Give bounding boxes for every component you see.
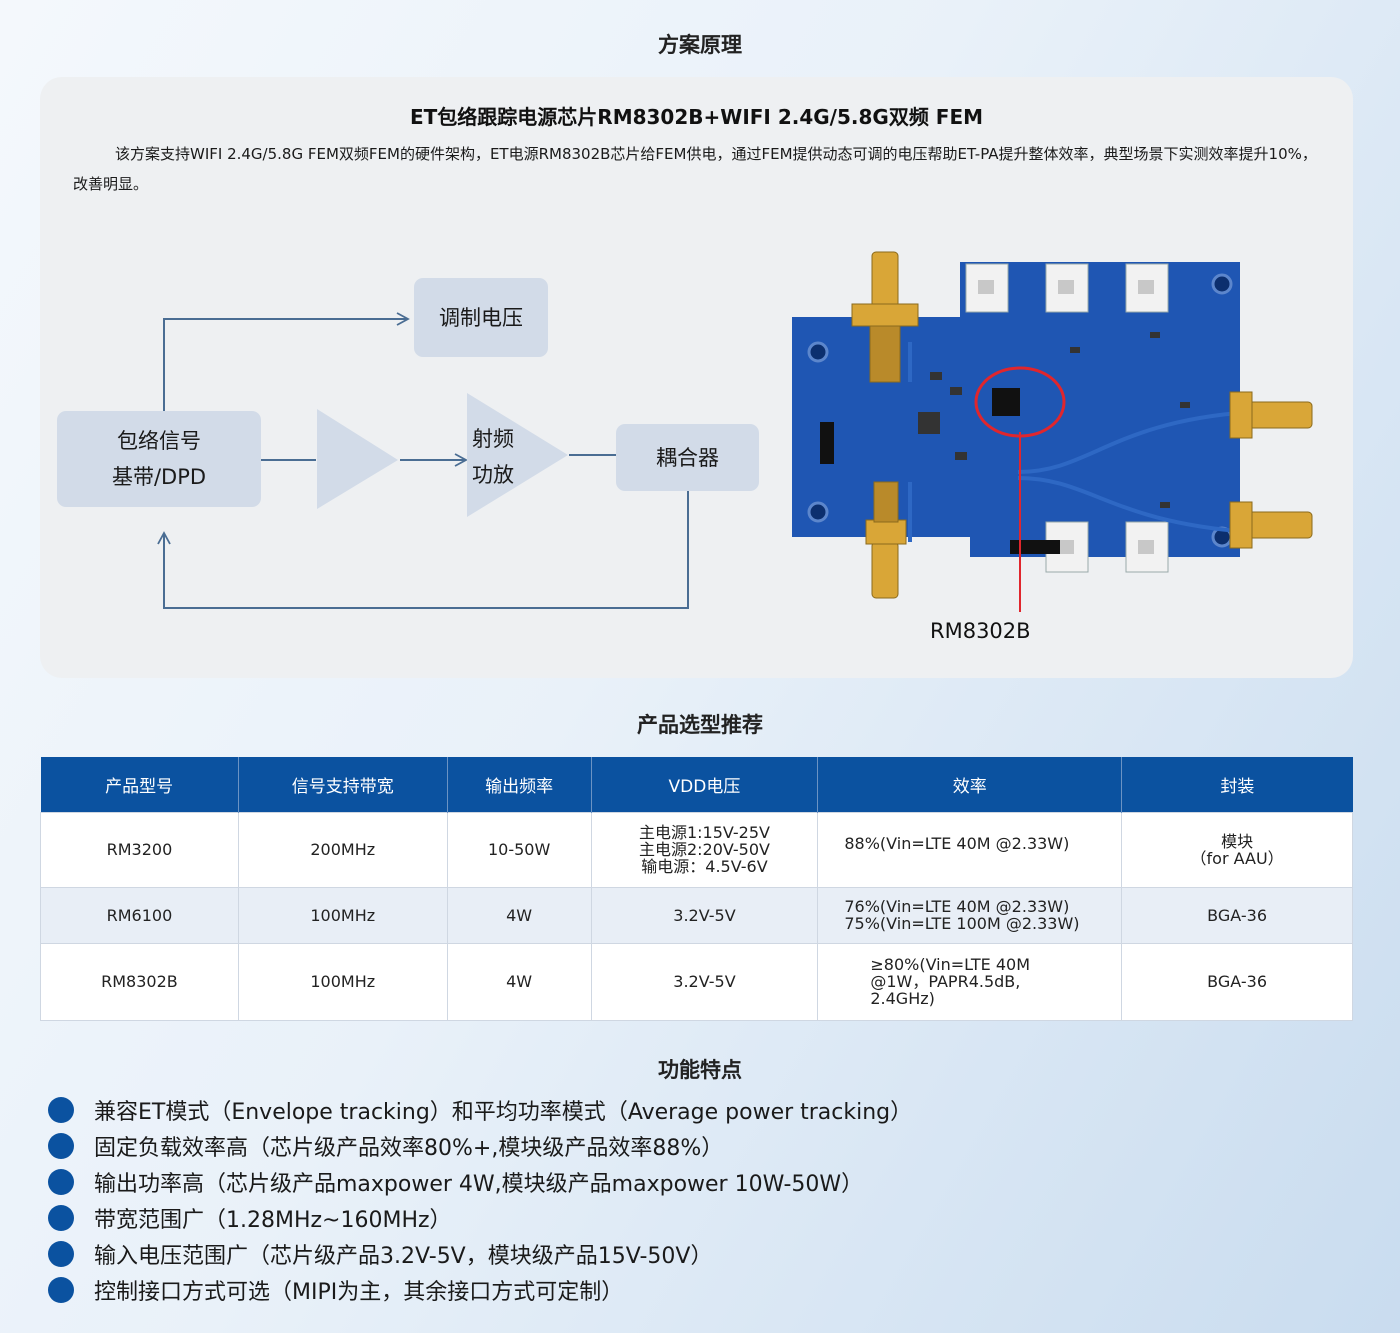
efficiency-line: 75%(Vin=LTE 100M @2.33W) xyxy=(844,914,1080,933)
sma-connector-right-1 xyxy=(1229,391,1313,439)
cell-efficiency: 76%(Vin=LTE 40M @2.33W) 75%(Vin=LTE 100M… xyxy=(817,886,1123,944)
features-title: 功能特点 xyxy=(658,1058,742,1082)
feature-list: 兼容ET模式（Envelope tracking）和平均功率模式（Average… xyxy=(48,1092,912,1308)
bullet-icon xyxy=(48,1241,74,1267)
bullet-icon xyxy=(48,1169,74,1195)
cell-efficiency: ≥80%(Vin=LTE 40M @1W，PAPR4.5dB, 2.4GHz) xyxy=(817,942,1123,1021)
sma-connector-right-2 xyxy=(1229,501,1313,549)
chip-label: RM8302B xyxy=(930,619,1031,643)
coupler-label: 耦合器 xyxy=(656,445,719,470)
header-efficiency: 效率 xyxy=(817,757,1123,812)
cell-bandwidth: 100MHz xyxy=(237,886,448,944)
sma-connector-bottom xyxy=(865,481,907,599)
block-diagram xyxy=(157,312,689,609)
table-row: RM3200 200MHz 10-50W 主电源1:15V-25V 主电源2:2… xyxy=(40,811,1353,888)
vdd-line: 主电源1:15V-25V xyxy=(638,823,770,842)
feature-text: 输出功率高（芯片级产品maxpower 4W,模块级产品maxpower 10W… xyxy=(94,1172,864,1197)
cell-output: 10-50W xyxy=(446,811,592,888)
cell-package: 模块 （for AAU） xyxy=(1121,811,1353,888)
cell-model: RM3200 xyxy=(40,811,239,888)
package-line: 模块 xyxy=(1221,831,1254,851)
product-table: 产品型号 信号支持带宽 输出频率 VDD电压 效率 封装 RM3200 200M… xyxy=(40,757,1353,1021)
feedback-loop-arrow xyxy=(157,491,689,609)
efficiency-line: 76%(Vin=LTE 40M @2.33W) xyxy=(844,897,1070,916)
envelope-label-line2: 基带/DPD xyxy=(111,465,207,489)
envelope-label-line1: 包络信号 xyxy=(117,429,201,453)
feature-text: 固定负载效率高（芯片级产品效率80%+,模块级产品效率88%） xyxy=(94,1136,724,1161)
card-description: 该方案支持WIFI 2.4G/5.8G FEM双频FEM的硬件架构，ET电源RM… xyxy=(73,145,1317,193)
header-model: 产品型号 xyxy=(40,757,239,812)
cell-vdd: 3.2V-5V xyxy=(590,942,819,1021)
list-item: 带宽范围广（1.28MHz~160MHz） xyxy=(48,1200,912,1236)
header-output: 输出频率 xyxy=(447,757,592,812)
feature-text: 输入电压范围广（芯片级产品3.2V-5V，模块级产品15V-50V） xyxy=(94,1244,713,1269)
driver-amplifier-triangle xyxy=(317,409,398,509)
pcb-board-photo xyxy=(792,251,1313,612)
feature-text: 控制接口方式可选（MIPI为主，其余接口方式可定制） xyxy=(94,1280,624,1305)
feature-text: 带宽范围广（1.28MHz~160MHz） xyxy=(94,1208,452,1233)
bullet-icon xyxy=(48,1205,74,1231)
rf-pa-label-line2: 功放 xyxy=(472,463,514,487)
envelope-signal-box: 包络信号 基带/DPD xyxy=(57,411,261,507)
selection-title: 产品选型推荐 xyxy=(637,713,763,737)
feature-text: 兼容ET模式（Envelope tracking）和平均功率模式（Average… xyxy=(94,1100,913,1125)
header-bandwidth: 信号支持带宽 xyxy=(238,757,448,812)
cell-model: RM8302B xyxy=(40,942,239,1021)
bullet-icon xyxy=(48,1097,74,1123)
principle-title: 方案原理 xyxy=(658,33,742,57)
coupler-box: 耦合器 xyxy=(616,424,759,491)
header-package: 封装 xyxy=(1121,757,1353,812)
list-item: 固定负载效率高（芯片级产品效率80%+,模块级产品效率88%） xyxy=(48,1128,912,1164)
cell-package: BGA-36 xyxy=(1121,886,1353,944)
efficiency-line: @1W，PAPR4.5dB, xyxy=(870,972,1021,991)
arrow-to-modulated-voltage xyxy=(163,312,410,411)
cell-model: RM6100 xyxy=(40,886,239,944)
rm8302b-chip xyxy=(992,388,1020,416)
efficiency-line: 2.4GHz) xyxy=(870,989,935,1008)
principle-card: ET包络跟踪电源芯片RM8302B+WIFI 2.4G/5.8G双频 FEM 该… xyxy=(40,77,1353,678)
sma-connector-top xyxy=(851,251,919,383)
header-vdd: VDD电压 xyxy=(591,757,819,812)
table-row: RM8302B 100MHz 4W 3.2V-5V ≥80%(Vin=LTE 4… xyxy=(40,942,1353,1021)
list-item: 兼容ET模式（Envelope tracking）和平均功率模式（Average… xyxy=(48,1092,912,1128)
package-line: （for AAU） xyxy=(1190,848,1284,868)
cell-efficiency: 88%(Vin=LTE 40M @2.33W) xyxy=(817,811,1123,888)
list-item: 输出功率高（芯片级产品maxpower 4W,模块级产品maxpower 10W… xyxy=(48,1164,912,1200)
modulated-voltage-label: 调制电压 xyxy=(439,305,523,330)
cell-vdd: 3.2V-5V xyxy=(590,886,819,944)
modulated-voltage-box: 调制电压 xyxy=(414,278,548,357)
table-header-row: 产品型号 信号支持带宽 输出频率 VDD电压 效率 封装 xyxy=(40,757,1353,812)
cell-output: 4W xyxy=(446,886,592,944)
efficiency-line: 88%(Vin=LTE 40M @2.33W) xyxy=(844,833,1070,853)
rf-pa-triangle xyxy=(467,393,568,517)
cell-bandwidth: 100MHz xyxy=(237,942,448,1021)
bullet-icon xyxy=(48,1277,74,1303)
efficiency-line: ≥80%(Vin=LTE 40M xyxy=(870,955,1030,974)
cell-output: 4W xyxy=(446,942,592,1021)
list-item: 控制接口方式可选（MIPI为主，其余接口方式可定制） xyxy=(48,1272,912,1308)
card-title: ET包络跟踪电源芯片RM8302B+WIFI 2.4G/5.8G双频 FEM xyxy=(409,105,984,129)
rf-pa-label-line1: 射频 xyxy=(472,427,514,451)
cell-package: BGA-36 xyxy=(1121,942,1353,1021)
bullet-icon xyxy=(48,1133,74,1159)
vdd-line: 输电源：4.5V-6V xyxy=(641,857,768,876)
cell-vdd: 主电源1:15V-25V 主电源2:20V-50V 输电源：4.5V-6V xyxy=(590,811,819,888)
vdd-line: 主电源2:20V-50V xyxy=(638,840,770,859)
table-row: RM6100 100MHz 4W 3.2V-5V 76%(Vin=LTE 40M… xyxy=(40,886,1353,944)
cell-bandwidth: 200MHz xyxy=(237,811,448,888)
list-item: 输入电压范围广（芯片级产品3.2V-5V，模块级产品15V-50V） xyxy=(48,1236,912,1272)
